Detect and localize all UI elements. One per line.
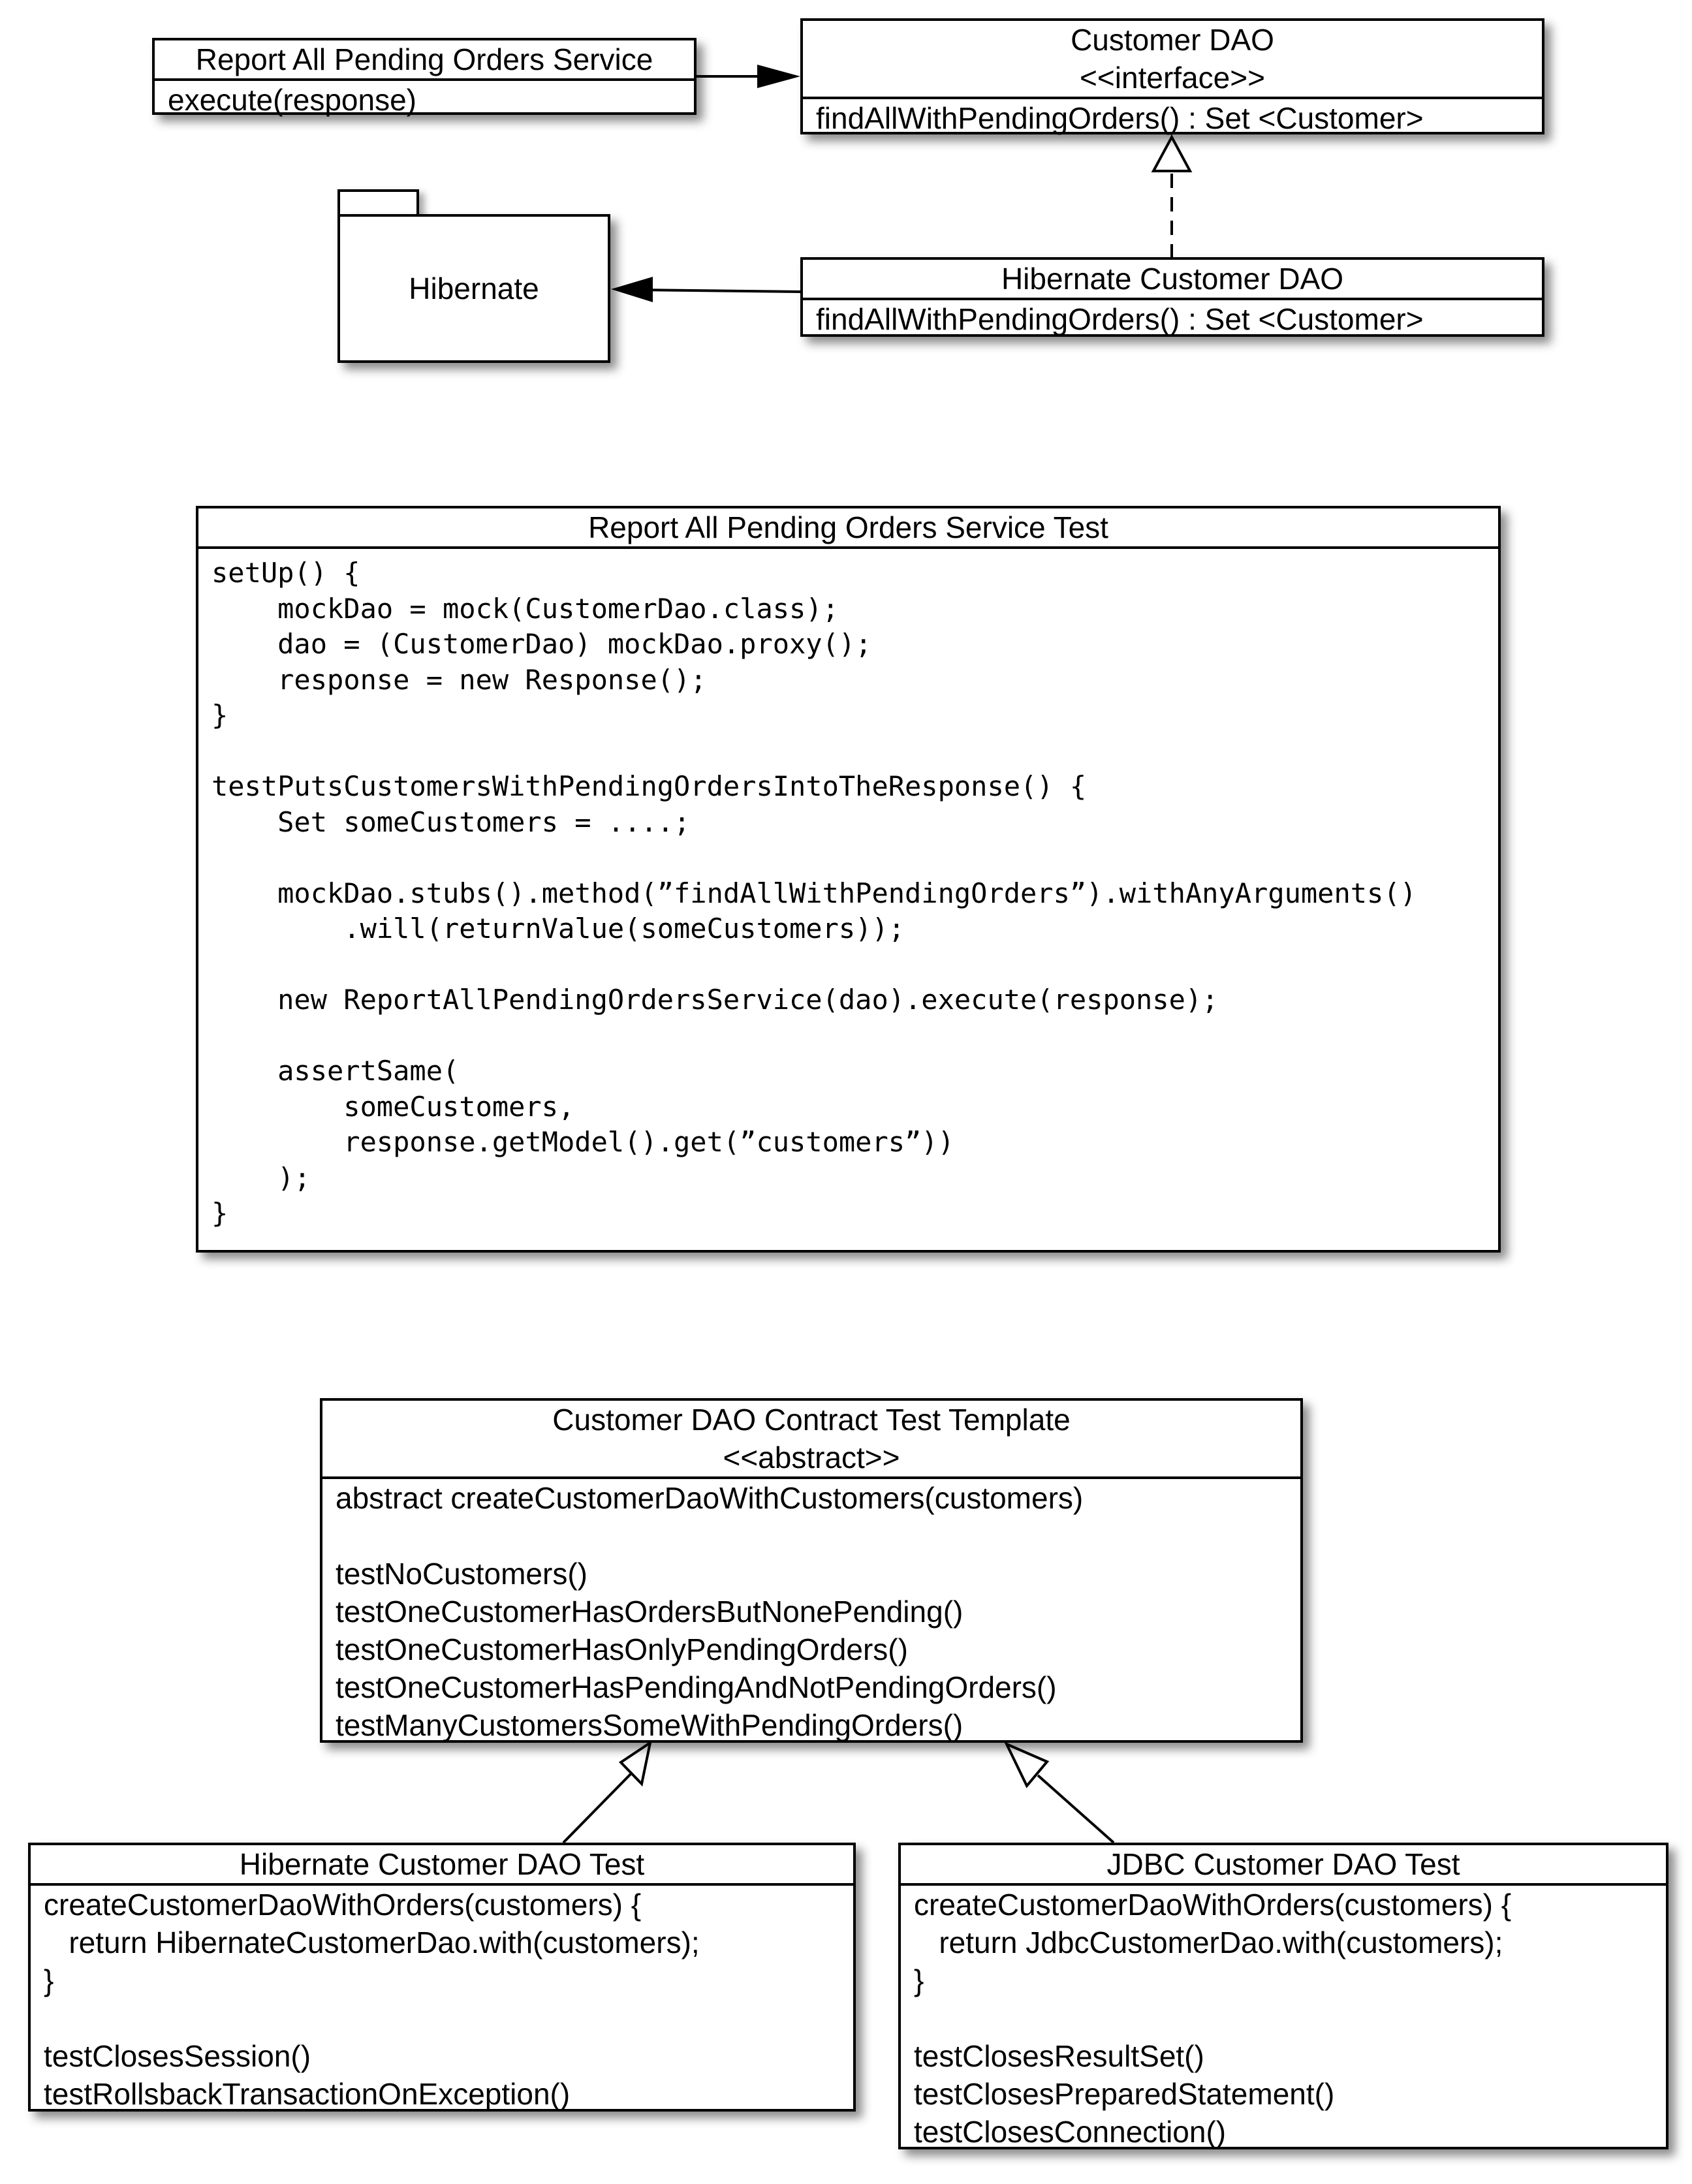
class-title: Hibernate Customer DAO Test xyxy=(31,1845,853,1886)
code-line: return HibernateCustomerDao.with(custome… xyxy=(44,1926,700,1959)
class-service-test: Report All Pending Orders Service Test s… xyxy=(196,506,1501,1253)
code-line: testClosesPreparedStatement() xyxy=(914,2077,1335,2111)
method-list: findAllWithPendingOrders() : Set <Custom… xyxy=(803,300,1542,338)
method-list: abstract createCustomerDaoWithCustomers(… xyxy=(322,1479,1300,1744)
blank-line xyxy=(336,1517,1287,1555)
code-line: new ReportAllPendingOrdersService(dao).e… xyxy=(212,984,1219,1016)
code-line: testOneCustomerHasPendingAndNotPendingOr… xyxy=(336,1670,1057,1704)
blank-line xyxy=(212,840,1485,876)
code-line: testOneCustomerHasOnlyPendingOrders() xyxy=(336,1632,908,1666)
package-tab xyxy=(337,189,419,217)
code-line: } xyxy=(44,1963,54,1997)
code-line: testClosesResultSet() xyxy=(914,2039,1204,2073)
stereotype: <<abstract>> xyxy=(723,1441,900,1474)
code-line: ); xyxy=(212,1161,311,1194)
blank-line xyxy=(212,1018,1485,1054)
class-title: Report All Pending Orders Service Test xyxy=(198,508,1498,549)
package-label: Hibernate xyxy=(409,272,539,305)
code-line: testClosesConnection() xyxy=(914,2115,1227,2149)
code-line: response.getModel().get(”customers”)) xyxy=(212,1126,954,1158)
code-line: abstract createCustomerDaoWithCustomers(… xyxy=(336,1481,1084,1515)
class-hibernate-dao-test: Hibernate Customer DAO Test createCustom… xyxy=(28,1843,856,2112)
code-line: return JdbcCustomerDao.with(customers); xyxy=(914,1926,1503,1959)
code-line: setUp() { xyxy=(212,557,360,589)
code-line: someCustomers, xyxy=(212,1090,575,1123)
blank-line xyxy=(212,947,1485,983)
method: findAllWithPendingOrders() : Set <Custom… xyxy=(816,302,1424,336)
blank-line xyxy=(44,1999,840,2037)
method-list: createCustomerDaoWithOrders(customers) {… xyxy=(901,1886,1666,2151)
generalization-jdbctest-to-contract xyxy=(1003,1741,1115,1844)
code-line: dao = (CustomerDao) mockDao.proxy(); xyxy=(212,628,872,660)
blank-line xyxy=(914,1999,1653,2037)
dependency-hibernatedao-to-package xyxy=(611,277,802,302)
code-line: testManyCustomersSomeWithPendingOrders() xyxy=(336,1708,964,1742)
code-line: testClosesSession() xyxy=(44,2039,311,2073)
code-line: createCustomerDaoWithOrders(customers) { xyxy=(914,1888,1512,1922)
code-line: mockDao = mock(CustomerDao.class); xyxy=(212,592,839,625)
code-line: testRollsbackTransactionOnException() xyxy=(44,2077,571,2111)
dependency-service-to-dao xyxy=(695,65,800,88)
code-line: testNoCustomers() xyxy=(336,1557,588,1591)
class-title: Report All Pending Orders Service xyxy=(155,40,694,81)
class-name: Customer DAO Contract Test Template xyxy=(552,1403,1071,1437)
blank-line xyxy=(212,734,1485,770)
code-line: Set someCustomers = ....; xyxy=(212,805,691,838)
method: findAllWithPendingOrders() : Set <Custom… xyxy=(816,101,1424,135)
method-list: createCustomerDaoWithOrders(customers) {… xyxy=(31,1886,853,2113)
class-title: Customer DAO Contract Test Template <<ab… xyxy=(322,1401,1300,1479)
realization-hibernatedao-to-interface xyxy=(1151,134,1193,258)
code-line: .will(returnValue(someCustomers)); xyxy=(212,913,905,944)
method-list: findAllWithPendingOrders() : Set <Custom… xyxy=(803,99,1542,137)
class-title: Customer DAO <<interface>> xyxy=(803,21,1542,99)
code-line: assertSame( xyxy=(212,1055,460,1087)
code-line: } xyxy=(212,1197,228,1229)
code-line: testPutsCustomersWithPendingOrdersIntoTh… xyxy=(212,770,1087,802)
code-line: } xyxy=(914,1963,924,1997)
class-contract-test-template: Customer DAO Contract Test Template <<ab… xyxy=(320,1398,1303,1743)
method-list: execute(response) xyxy=(155,81,694,119)
class-hibernate-customer-dao: Hibernate Customer DAO findAllWithPendin… xyxy=(800,257,1544,337)
method: execute(response) xyxy=(168,83,416,117)
code-line: response = new Response(); xyxy=(212,663,707,696)
code-line: testOneCustomerHasOrdersButNonePending() xyxy=(336,1595,964,1629)
class-title: Hibernate Customer DAO xyxy=(803,260,1542,300)
class-jdbc-dao-test: JDBC Customer DAO Test createCustomerDao… xyxy=(898,1843,1668,2149)
code-line: createCustomerDaoWithOrders(customers) { xyxy=(44,1888,642,1922)
class-name: Customer DAO xyxy=(1071,23,1274,57)
code-line: } xyxy=(212,699,228,731)
package-hibernate: Hibernate xyxy=(337,214,610,363)
class-report-service: Report All Pending Orders Service execut… xyxy=(152,38,697,117)
stereotype: <<interface>> xyxy=(1080,61,1265,95)
generalization-hibernatetest-to-contract xyxy=(562,1739,652,1844)
interface-customer-dao: Customer DAO <<interface>> findAllWithPe… xyxy=(800,18,1544,137)
test-code: setUp() { mockDao = mock(CustomerDao.cla… xyxy=(198,549,1498,1232)
code-line: mockDao.stubs().method(”findAllWithPendi… xyxy=(212,877,1417,909)
class-title: JDBC Customer DAO Test xyxy=(901,1845,1666,1886)
